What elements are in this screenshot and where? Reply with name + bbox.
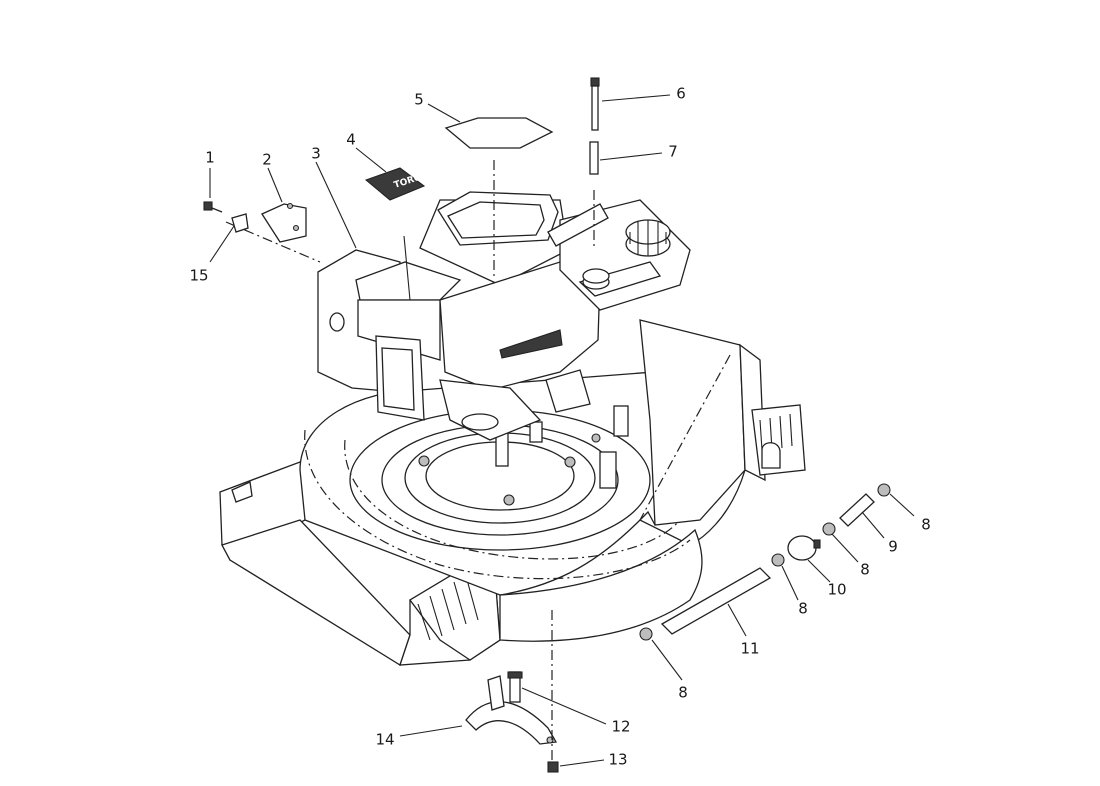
callout-13: 13 [608,750,628,769]
callout-8-bottom: 8 [678,683,688,702]
part-5-air-filter [444,117,554,149]
part-4-decal: TORO [364,167,426,201]
callout-3: 3 [311,144,321,163]
callout-9: 9 [888,537,898,556]
callout-7: 7 [668,142,678,161]
callout-14: 14 [375,730,395,749]
part-9-tube [839,493,875,527]
callout-2: 2 [262,150,272,169]
part-7-spacer [589,141,599,175]
part-10-cap [787,535,821,561]
part-8-nuts [639,483,891,641]
part-1-screw [203,201,223,213]
leader-lines [209,94,915,767]
part-6-bolt [590,77,600,131]
callout-8-lower: 8 [798,599,808,618]
callout-10: 10 [827,580,847,599]
callout-11: 11 [740,639,760,658]
callout-12: 12 [611,717,631,736]
part-15-clip [231,213,249,233]
part-11-hose [660,567,772,635]
callout-8-upper-right: 8 [921,515,931,534]
callout-6: 6 [676,84,686,103]
callout-5: 5 [414,90,424,109]
callout-4: 4 [346,130,356,149]
engine-assembly [225,160,691,441]
callout-15: 15 [189,266,209,285]
callout-8-middle: 8 [860,560,870,579]
part-13-screw [547,761,559,773]
part-12-bolt [507,671,523,703]
callout-1: 1 [205,148,215,167]
part-14-bracket [465,610,558,760]
part-2-bracket [261,202,307,243]
